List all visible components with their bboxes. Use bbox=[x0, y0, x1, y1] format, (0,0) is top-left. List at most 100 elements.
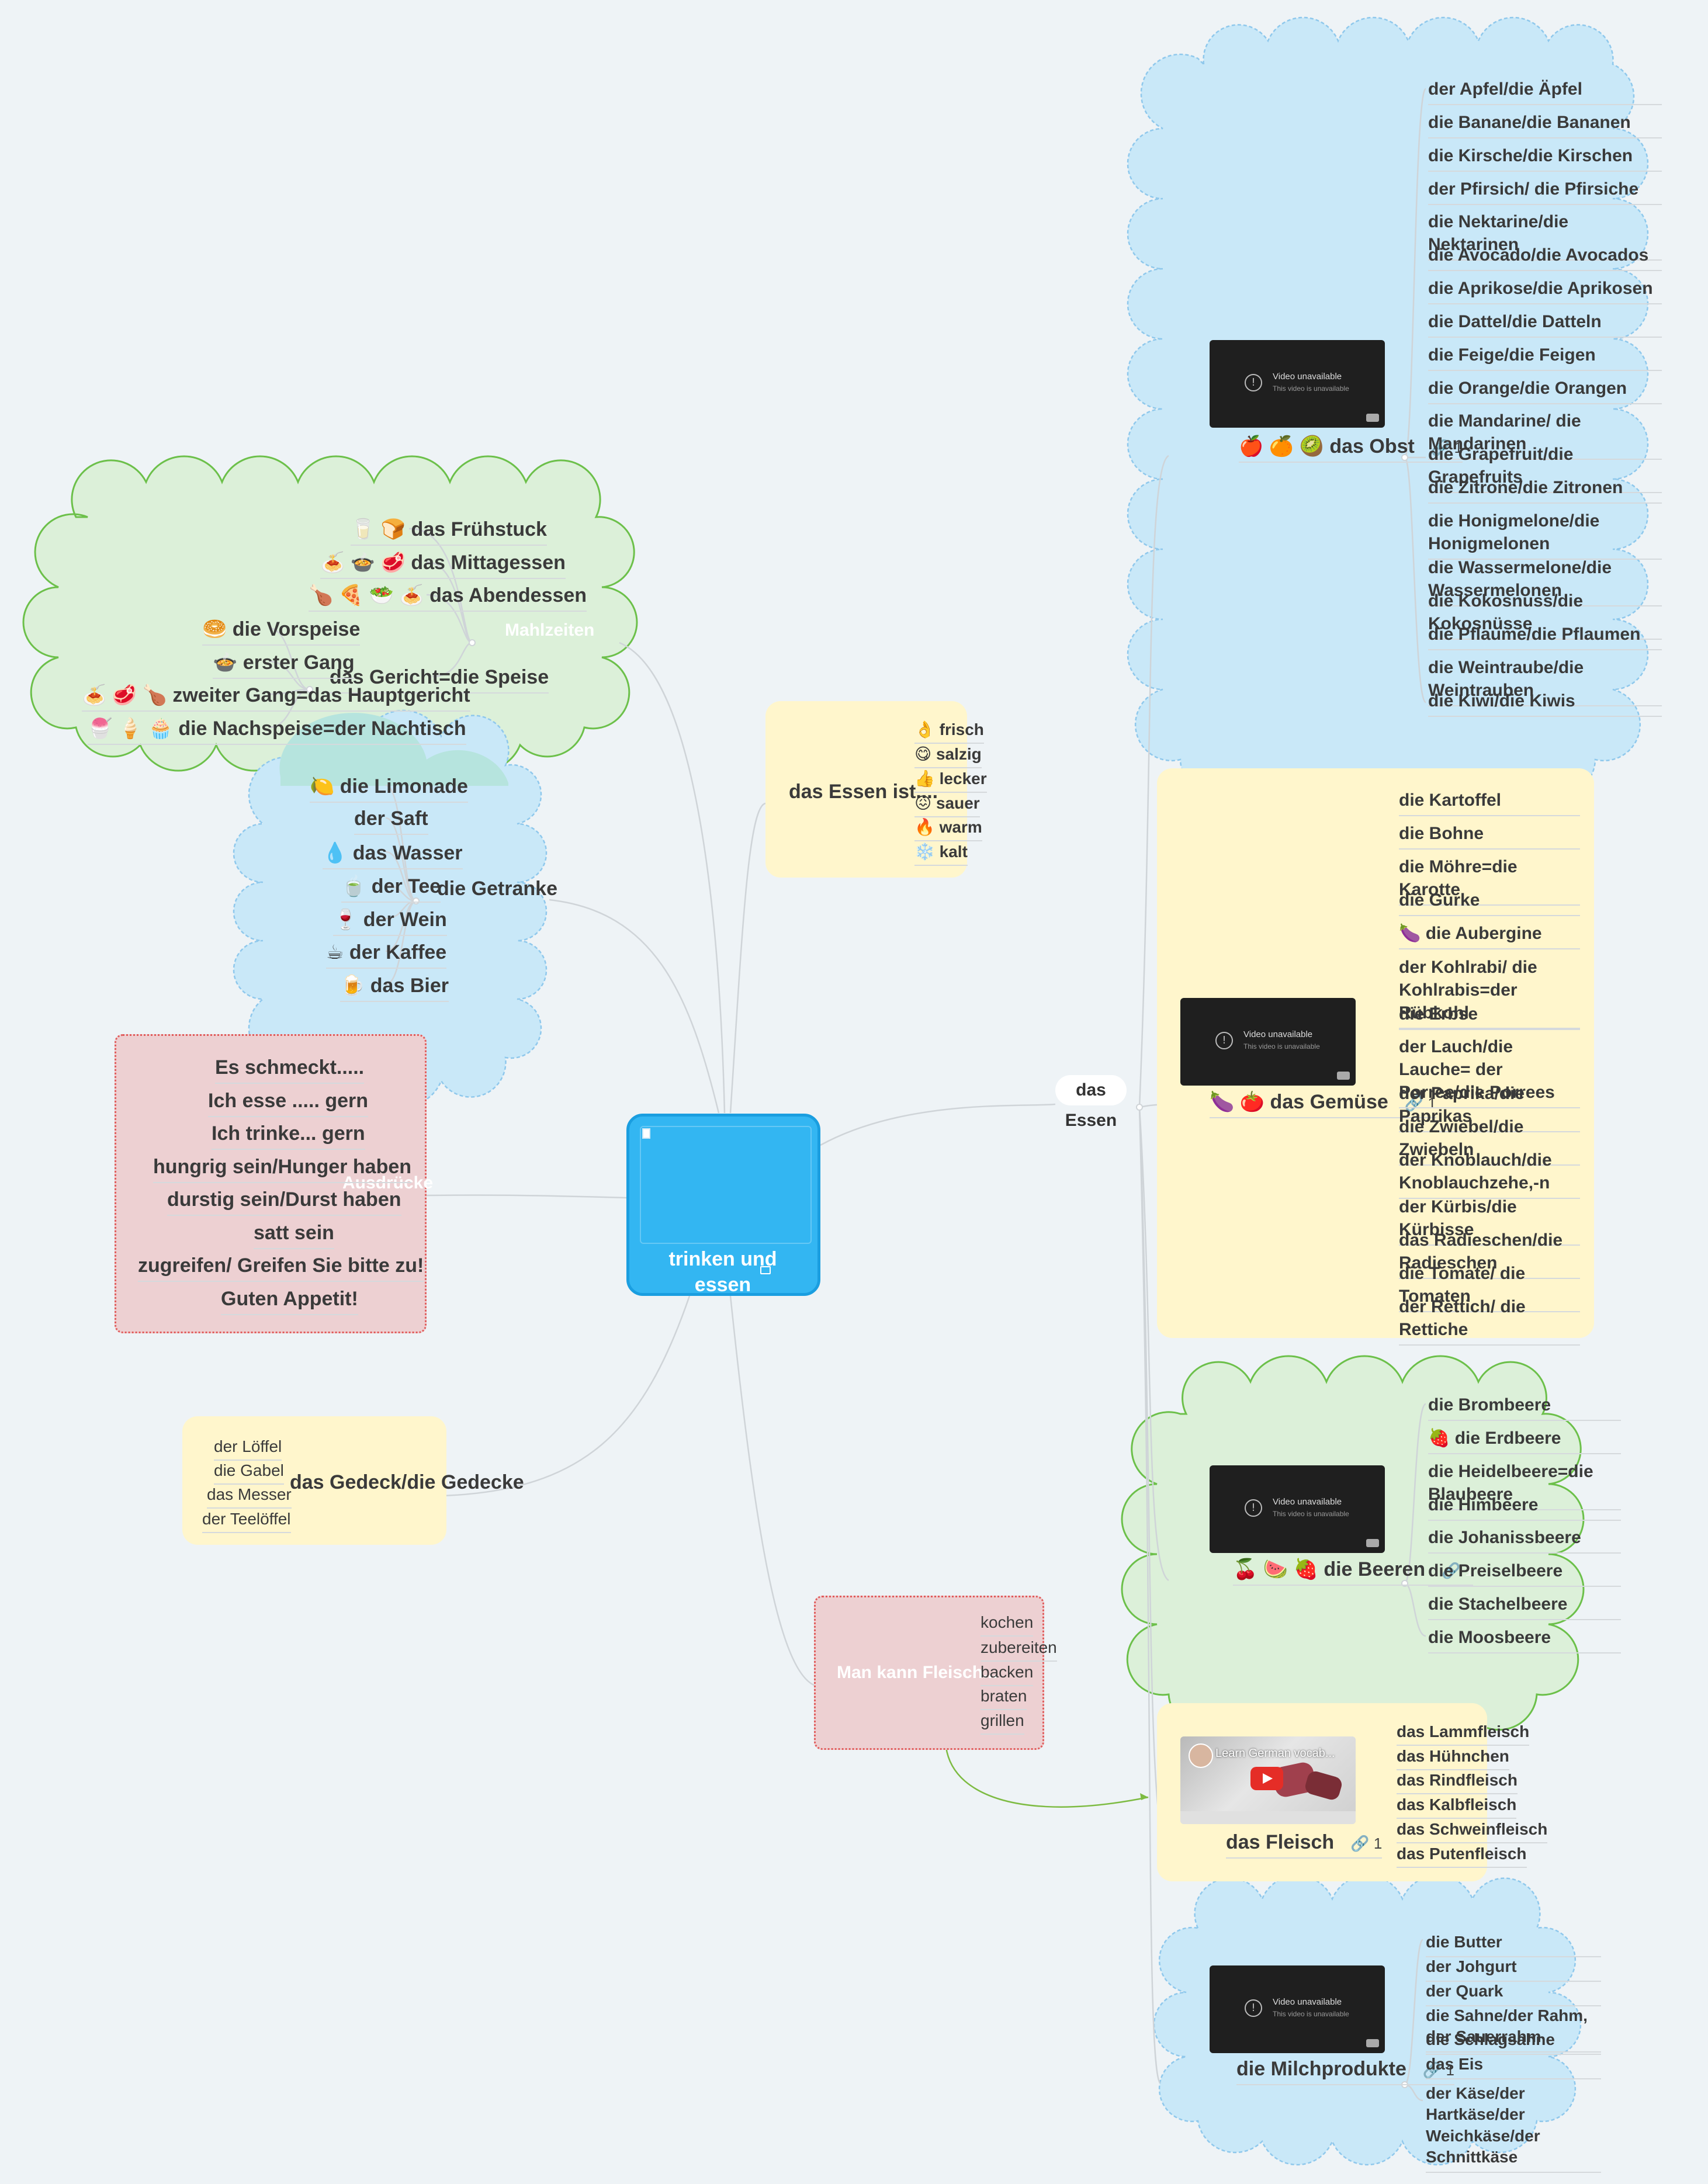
obst-item[interactable]: die Nektarine/die Nektarinen bbox=[1428, 210, 1662, 261]
fleisch-item[interactable]: das Putenfleisch bbox=[1397, 1845, 1527, 1868]
milch-item[interactable]: der Käse/der Hartkäse/der Weichkäse/der … bbox=[1426, 2083, 1601, 2173]
obst-item[interactable]: die Wassermelone/die Wassermelonen bbox=[1428, 556, 1662, 606]
obst-item[interactable]: die Honigmelone/die Honigmelonen bbox=[1428, 509, 1662, 560]
gemuese-item[interactable]: der Kohlrabi/ die Kohlrabis=der Rübkohl bbox=[1399, 956, 1580, 1029]
gemuese-item[interactable]: der Kürbis/die Kürbisse bbox=[1399, 1195, 1580, 1246]
fleisch-item[interactable]: das Rindfleisch bbox=[1397, 1771, 1518, 1794]
getraenk-item[interactable]: 🍷 der Wein bbox=[333, 908, 447, 936]
getraenk-item[interactable]: der Saft bbox=[354, 807, 428, 835]
ausdruck-item[interactable]: Ich esse ..... gern bbox=[208, 1090, 369, 1117]
beeren-item[interactable]: die Johanissbeere bbox=[1428, 1526, 1621, 1554]
milch-item[interactable]: die Schlagsahne bbox=[1426, 2029, 1601, 2055]
fleisch-verb-item[interactable]: grillen bbox=[981, 1711, 1024, 1735]
obst-item[interactable]: die Dattel/die Datteln bbox=[1428, 310, 1662, 338]
essen-ist-item[interactable]: 😋 salzig bbox=[914, 744, 982, 768]
abendessen-topic[interactable]: 🍗 🍕 🥗 🍝 das Abendessen bbox=[309, 584, 587, 612]
obst-item[interactable]: der Pfirsich/ die Pfirsiche bbox=[1428, 178, 1662, 205]
beeren-item[interactable]: die Brombeere bbox=[1428, 1393, 1621, 1421]
gemuese-item[interactable]: der Paprika/die Paprikas bbox=[1399, 1082, 1580, 1132]
obst-item[interactable]: die Mandarine/ die Mandarinen bbox=[1428, 410, 1662, 460]
nachspeise-topic[interactable]: 🍧 🍦 🧁 die Nachspeise=der Nachtisch bbox=[88, 717, 466, 745]
milch-item[interactable]: die Butter bbox=[1426, 1932, 1601, 1958]
essen-ist-item[interactable]: 😖 sauer bbox=[914, 793, 980, 817]
fruehstueck-topic[interactable]: 🥛 🍞 das Frühstuck bbox=[351, 518, 547, 546]
milch-item[interactable]: das Eis bbox=[1426, 2054, 1601, 2080]
obst-item[interactable]: die Kiwi/die Kiwis bbox=[1428, 689, 1662, 717]
fleisch-verb-item[interactable]: zubereiten bbox=[981, 1638, 1057, 1662]
ausdruck-item[interactable]: Ich trinke... gern bbox=[212, 1122, 365, 1150]
gedeck-item[interactable]: das Messer bbox=[207, 1485, 292, 1509]
obst-item[interactable]: die Pflaume/die Pflaumen bbox=[1428, 623, 1662, 650]
milch-item[interactable]: die Sahne/der Rahm, der Sauerrahm bbox=[1426, 2005, 1601, 2053]
getraenke-topic[interactable]: die Getranke bbox=[437, 878, 557, 900]
gemuese-item[interactable]: 🍆 die Aubergine bbox=[1399, 922, 1580, 949]
obst-item[interactable]: die Aprikose/die Aprikosen bbox=[1428, 277, 1662, 304]
gemuese-item[interactable]: der Knoblauch/die Knoblauchzehe,-n bbox=[1399, 1149, 1580, 1199]
fleisch-item[interactable]: das Kalbfleisch bbox=[1397, 1795, 1517, 1819]
video-embed-fleisch[interactable]: Learn German vocab... bbox=[1180, 1736, 1356, 1824]
das-essen-topic[interactable]: das Essen bbox=[1055, 1075, 1127, 1130]
obst-item[interactable]: die Feige/die Feigen bbox=[1428, 344, 1662, 371]
video-embed-obst[interactable]: ! Video unavailable This video is unavai… bbox=[1210, 340, 1385, 428]
video-embed-beeren[interactable]: ! Video unavailable This video is unavai… bbox=[1210, 1465, 1385, 1553]
fleisch-verb-item[interactable]: backen bbox=[981, 1663, 1034, 1686]
link-icon[interactable]: 🔗 1 bbox=[1350, 1835, 1383, 1852]
beeren-item[interactable]: die Heidelbeere=die Blaubeere bbox=[1428, 1460, 1621, 1510]
gemuese-item[interactable]: der Lauch/die Lauche= der Porree/die Por… bbox=[1399, 1035, 1580, 1108]
fleisch-verb-item[interactable]: kochen bbox=[981, 1613, 1034, 1637]
zweiter-gang-topic[interactable]: 🍝 🥩 🍗 zweiter Gang=das Hauptgericht bbox=[82, 684, 470, 712]
gemuese-item[interactable]: die Möhre=die Karotte bbox=[1399, 855, 1580, 906]
play-icon[interactable] bbox=[1250, 1767, 1283, 1790]
gemuese-item[interactable]: die Bohne bbox=[1399, 822, 1580, 850]
ausdruck-item[interactable]: durstig sein/Durst haben bbox=[167, 1188, 401, 1216]
fleisch-topic[interactable]: das Fleisch🔗 1 bbox=[1226, 1831, 1383, 1859]
ausdruck-item[interactable]: satt sein bbox=[254, 1222, 334, 1249]
beeren-item[interactable]: die Stachelbeere bbox=[1428, 1593, 1621, 1620]
milch-item[interactable]: der Quark bbox=[1426, 1981, 1601, 2007]
ausdruck-item[interactable]: hungrig sein/Hunger haben bbox=[153, 1156, 412, 1183]
essen-ist-item[interactable]: 👌 frisch bbox=[914, 720, 984, 744]
link-icon[interactable]: 🔗 1 bbox=[1422, 2061, 1454, 2079]
obst-topic[interactable]: 🍎 🍊 🥝 das Obst🔗 1 bbox=[1239, 435, 1463, 463]
essen-ist-item[interactable]: ❄️ kalt bbox=[914, 842, 968, 866]
gedeck-topic[interactable]: das Gedeck/die Gedecke bbox=[290, 1471, 524, 1493]
obst-item[interactable]: die Orange/die Orangen bbox=[1428, 377, 1662, 404]
milch-topic[interactable]: die Milchprodukte🔗 1 bbox=[1236, 2058, 1454, 2085]
gericht-topic[interactable]: das Gericht=die Speise bbox=[330, 666, 549, 694]
gedeck-item[interactable]: die Gabel bbox=[214, 1461, 284, 1485]
vorspeise-topic[interactable]: 🥯 die Vorspeise bbox=[202, 618, 361, 646]
fleisch-item[interactable]: das Schweinfleisch bbox=[1397, 1820, 1548, 1843]
obst-item[interactable]: die Kirsche/die Kirschen bbox=[1428, 144, 1662, 172]
gedeck-item[interactable]: der Löffel bbox=[214, 1437, 282, 1461]
getraenk-item[interactable]: 🍺 das Bier bbox=[340, 974, 449, 1002]
beeren-item[interactable]: die Moosbeere bbox=[1428, 1626, 1621, 1653]
fleisch-item[interactable]: das Lammfleisch bbox=[1397, 1722, 1530, 1746]
obst-item[interactable]: die Kokosnuss/die Kokosnüsse bbox=[1428, 590, 1662, 640]
video-embed-gemuese[interactable]: ! Video unavailable This video is unavai… bbox=[1180, 998, 1356, 1086]
milch-item[interactable]: der Johgurt bbox=[1426, 1956, 1601, 1982]
fleisch-item[interactable]: das Hühnchen bbox=[1397, 1747, 1509, 1770]
essen-ist-topic[interactable]: das Essen ist.... bbox=[789, 781, 938, 803]
gemuese-item[interactable]: die Zwiebel/die Zwiebeln bbox=[1399, 1115, 1580, 1166]
gedeck-item[interactable]: der Teelöffel bbox=[202, 1510, 291, 1533]
ausdruck-item[interactable]: zugreifen/ Greifen Sie bitte zu! bbox=[138, 1254, 424, 1282]
fleisch-verb-item[interactable]: braten bbox=[981, 1687, 1027, 1710]
mahlzeiten-topic[interactable]: Mahlzeiten bbox=[505, 620, 594, 640]
getraenk-item[interactable]: 🍋 die Limonade bbox=[310, 775, 468, 803]
ausdruck-item[interactable]: Es schmeckt..... bbox=[215, 1056, 365, 1084]
beeren-item[interactable]: 🍓 die Erdbeere bbox=[1428, 1427, 1621, 1454]
gemuese-item[interactable]: die Gurke bbox=[1399, 889, 1580, 916]
beeren-item[interactable]: die Himbeere bbox=[1428, 1493, 1621, 1521]
gemuese-item[interactable]: der Rettich/ die Rettiche bbox=[1399, 1295, 1580, 1346]
gemuese-item[interactable]: die Tomate/ die Tomaten bbox=[1399, 1262, 1580, 1312]
beeren-item[interactable]: die Preiselbeere bbox=[1428, 1559, 1621, 1587]
fleisch-verben-topic[interactable]: Man kann Fleisch... bbox=[837, 1663, 998, 1682]
obst-item[interactable]: die Avocado/die Avocados bbox=[1428, 244, 1662, 271]
link-icon[interactable]: 🔗 1 bbox=[1430, 439, 1463, 456]
obst-item[interactable]: die Banane/die Bananen bbox=[1428, 111, 1662, 138]
essen-ist-item[interactable]: 🔥 warm bbox=[914, 817, 982, 841]
root-topic[interactable]: trinken und essen bbox=[626, 1114, 820, 1296]
obst-item[interactable]: der Apfel/die Äpfel bbox=[1428, 78, 1662, 105]
obst-item[interactable]: die Grapefruit/die Grapefruits bbox=[1428, 443, 1662, 493]
getraenk-item[interactable]: 💧 das Wasser bbox=[323, 841, 463, 869]
